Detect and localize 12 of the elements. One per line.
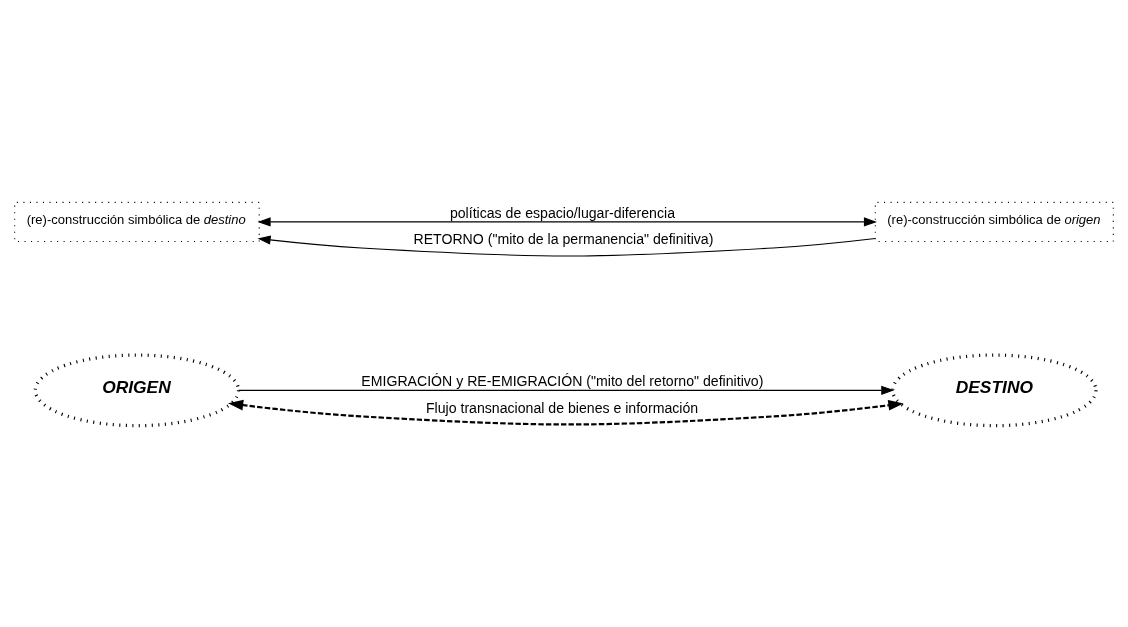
- edge-label: EMIGRACIÓN y RE-EMIGRACIÓN ("mito del retorno" definitivo): [361, 372, 764, 389]
- edge-label: políticas de espacio/lugar-diferencia: [449, 204, 676, 221]
- arrow: [238, 385, 895, 395]
- node-box: (re)-construcción simbólica de destino: [14, 201, 260, 242]
- arrow: [257, 234, 876, 257]
- node-box: (re)-construcción simbólica de origen: [874, 201, 1114, 242]
- edge-label: RETORNO ("mito de la permanencia" definitiva): [413, 230, 714, 247]
- node-ellipse: DESTINO: [891, 352, 1098, 427]
- arrow: [228, 399, 904, 426]
- arrow: [257, 216, 877, 226]
- edge-label: Flujo transnacional de bienes e información: [426, 399, 699, 415]
- node-ellipse: ORIGEN: [33, 352, 241, 427]
